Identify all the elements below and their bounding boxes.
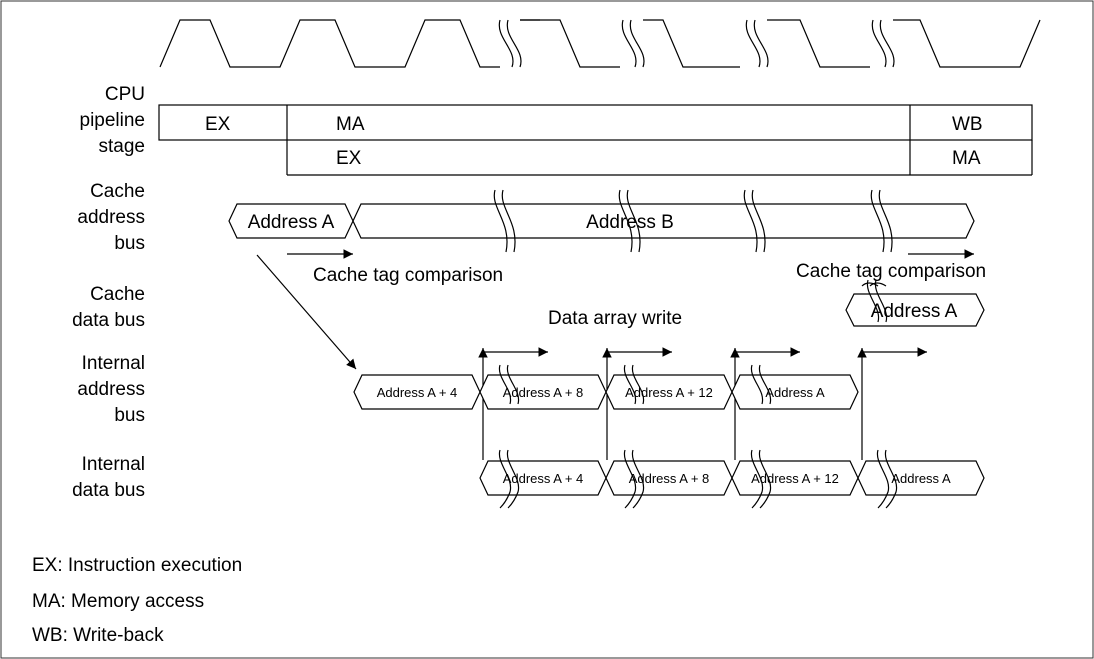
internal-address-3: Address A + 12 [625, 385, 713, 400]
pipeline-row1-ex: EX [205, 114, 231, 135]
pipeline-row1-wb: WB [952, 114, 983, 135]
row-label-internal-address-line-2: address [77, 379, 145, 400]
cache-address-b: Address B [586, 212, 674, 233]
pipeline-table: EX MA WB EX MA [158, 104, 1033, 176]
row-label-internal-data-line-1: Internal [82, 454, 145, 475]
row-label-cache-address: Cache address bus [77, 181, 145, 254]
cache-data-address-a: Address A [871, 301, 958, 322]
cache-address-bus: Address A Address B [228, 189, 975, 253]
row-label-internal-data: Internal data bus [72, 454, 145, 501]
internal-data-1: Address A + 4 [503, 471, 584, 486]
legend-ma: MA: Memory access [32, 591, 204, 612]
row-label-cache-address-line-2: address [77, 207, 145, 228]
row-label-internal-data-line-2: data bus [72, 480, 145, 501]
row-label-cache-address-line-1: Cache [90, 181, 145, 202]
internal-address-4: Address A [765, 385, 825, 400]
clock-waveform [159, 19, 1041, 68]
data-array-write-label: Data array write [548, 308, 682, 329]
pipeline-row2-ex: EX [336, 148, 362, 169]
legend-ex: EX: Instruction execution [32, 555, 242, 576]
diagonal-arrow [256, 254, 357, 370]
row-label-cache-data-line-1: Cache [90, 284, 145, 305]
internal-data-4: Address A [891, 471, 951, 486]
pipeline-row1-ma: MA [336, 114, 365, 135]
internal-data-3: Address A + 12 [751, 471, 839, 486]
internal-address-2: Address A + 8 [503, 385, 584, 400]
tag-comparison-annotations: Cache tag comparison Cache tag compariso… [287, 249, 986, 286]
row-label-cache-data: Cache data bus [72, 284, 145, 331]
tag-comparison-label-1: Cache tag comparison [313, 265, 503, 286]
row-label-internal-address: Internal address bus [77, 353, 145, 426]
cache-data-bus: Address A [845, 279, 985, 327]
row-label-cpu-line-2: pipeline [80, 110, 146, 131]
legend-wb: WB: Write-back [32, 625, 164, 646]
internal-address-1: Address A + 4 [377, 385, 458, 400]
row-label-cache-data-line-2: data bus [72, 310, 145, 331]
tag-comparison-label-2: Cache tag comparison [796, 261, 986, 282]
pipeline-row2-ma: MA [952, 148, 981, 169]
row-label-cache-address-line-3: bus [114, 233, 145, 254]
write-arrows [478, 347, 927, 460]
internal-address-bus: Address A + 4 Address A + 8 Address A + … [353, 364, 859, 410]
row-label-cpu: CPU pipeline stage [80, 84, 146, 157]
legend: EX: Instruction execution MA: Memory acc… [32, 555, 242, 646]
internal-data-bus: Address A + 4 Address A + 8 Address A + … [479, 449, 985, 509]
internal-data-2: Address A + 8 [629, 471, 710, 486]
row-label-cpu-line-1: CPU [105, 84, 145, 105]
row-label-internal-address-line-1: Internal [82, 353, 145, 374]
row-label-cpu-line-3: stage [99, 136, 145, 157]
cache-address-a: Address A [248, 212, 335, 233]
row-label-internal-address-line-3: bus [114, 405, 145, 426]
